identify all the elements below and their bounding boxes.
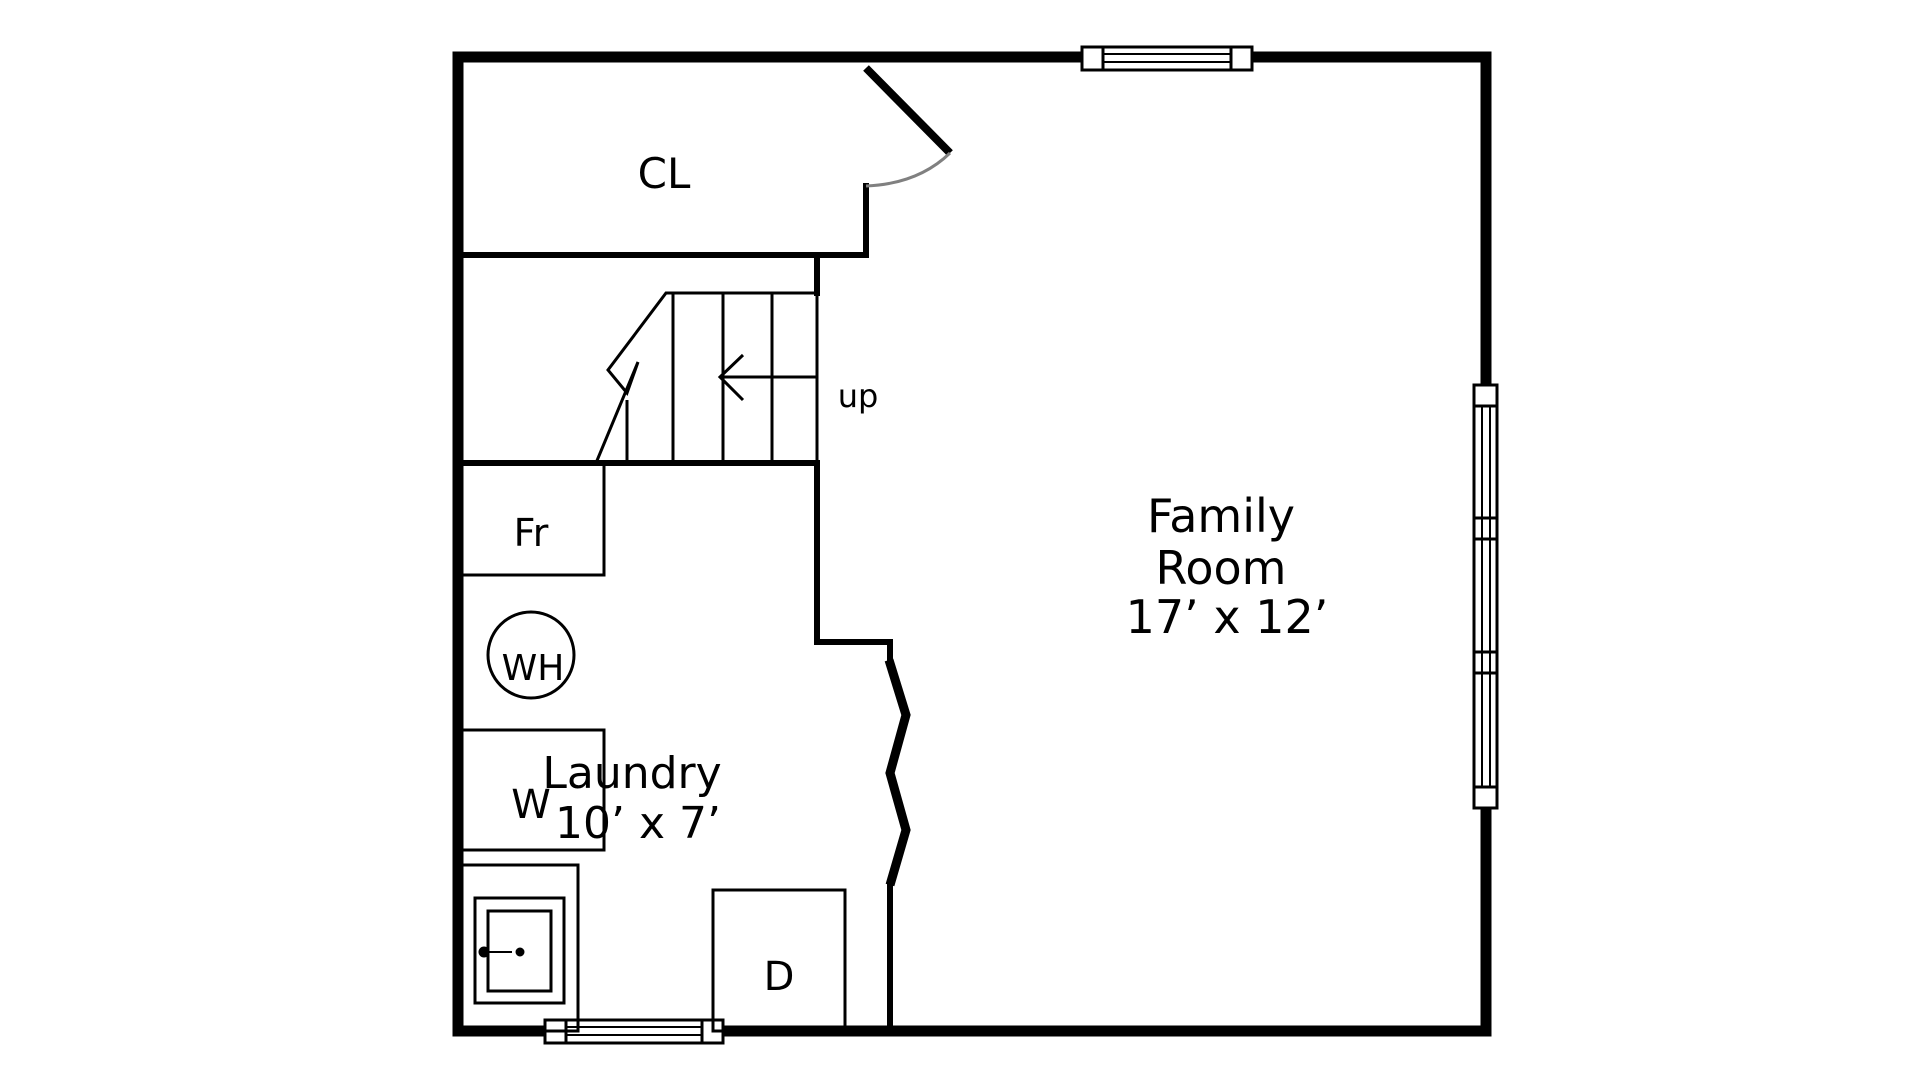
stairs-up-label: up: [838, 377, 879, 415]
window-right: [1472, 383, 1499, 810]
closet-label: CL: [638, 149, 691, 198]
freezer-box: [456, 461, 606, 577]
laundry-name: Laundry: [542, 748, 721, 799]
closet-door: [863, 65, 953, 156]
dryer-label: D: [764, 954, 795, 1000]
dryer-box: [711, 888, 847, 1033]
washer-box: [456, 728, 606, 852]
closet-door-swing: [865, 151, 952, 188]
washer-label: W: [511, 782, 551, 828]
water-heater-label: WH: [502, 648, 565, 689]
window-top: [1080, 45, 1254, 72]
staircase: [594, 291, 819, 464]
bifold-door: [884, 658, 911, 887]
family-room-name-line2: Room: [1156, 541, 1287, 595]
family-room-size: 17’ x 12’: [1126, 590, 1329, 644]
laundry-size: 10’ x 7’: [555, 798, 721, 849]
freezer-label: Fr: [514, 511, 549, 555]
sink-icon: [456, 863, 580, 1033]
water-heater-icon: [486, 610, 576, 700]
family-room-name-line1: Family: [1147, 489, 1295, 543]
